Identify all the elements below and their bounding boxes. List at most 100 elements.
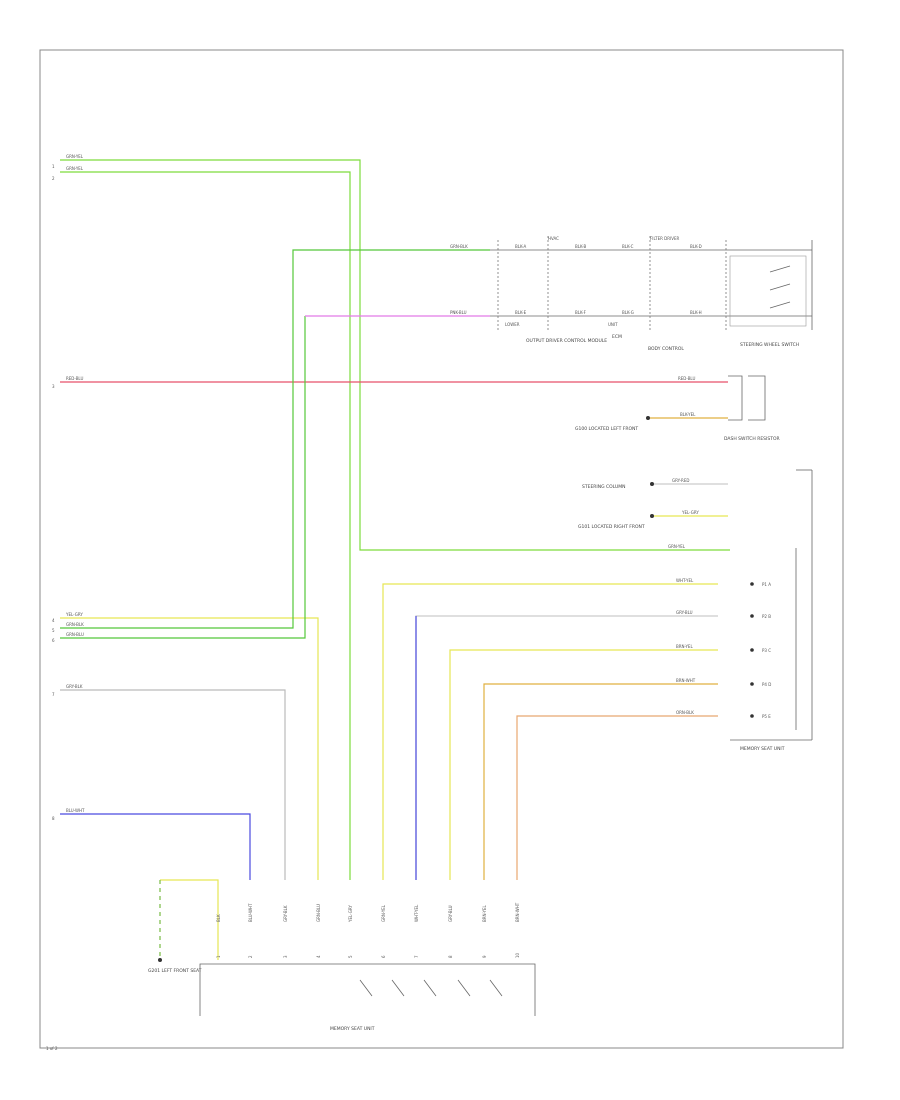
seat-pin-2: P2 B xyxy=(762,614,771,619)
pin-2: 2 xyxy=(52,176,55,181)
left-labels: 1 GRN-YEL 2 GRN-YEL 3 RED-BLU 4 YEL-GRY … xyxy=(52,154,85,821)
wire-7-label: GRY-BLK xyxy=(66,684,83,689)
seat-node-4 xyxy=(750,682,754,686)
seg-f: BLK-F xyxy=(575,310,587,315)
seg-d: BLK-D xyxy=(690,244,702,249)
diagram-frame xyxy=(39,49,844,1049)
resistor-left xyxy=(728,375,743,421)
wire-1 xyxy=(60,159,730,551)
yel-node xyxy=(650,514,654,518)
wire-6 xyxy=(60,316,306,639)
wire-5 xyxy=(60,249,490,629)
seat-wire-3 xyxy=(449,649,718,880)
bottom-pin-number: 7 xyxy=(414,955,419,958)
bottom-pin-number: 9 xyxy=(482,955,487,958)
wire-4-label: YEL-GRY xyxy=(65,612,83,617)
bottom-pins: BLK 1 BLU-WHT 2 GRY-BLK 3 GRN-BLU 4 YEL-GRY 5 GRN-… xyxy=(216,902,520,958)
bottom-pin-number: 3 xyxy=(283,955,288,958)
ground-yel-wire xyxy=(160,879,219,960)
right-mid-components: RED-BLU BLK-YEL G100 LOCATED LEFT FRONT … xyxy=(575,375,813,740)
bottom-pin-label: GRY-BLU xyxy=(448,905,453,922)
wire-1-label: GRN-YEL xyxy=(66,154,84,159)
wire-2 xyxy=(60,171,351,880)
bottom-pin-number: 8 xyxy=(448,955,453,958)
pin-5: 5 xyxy=(52,628,55,633)
yel-label: G101 LOCATED RIGHT FRONT xyxy=(578,524,645,530)
green-wire-label: GRN-YEL xyxy=(668,544,686,549)
gray-node xyxy=(650,482,654,486)
wire-8 xyxy=(60,813,251,880)
loc-a: HVAC xyxy=(548,236,559,241)
comp-4: STEERING WHEEL SWITCH xyxy=(740,342,799,348)
red-wire-label: RED-BLU xyxy=(678,376,695,381)
wire-bottom-label: PNK-BLU xyxy=(450,310,467,315)
module-label: MEMORY SEAT UNIT xyxy=(330,1026,375,1032)
ground-label: G100 LOCATED LEFT FRONT xyxy=(575,426,638,432)
ground-node-1 xyxy=(646,416,650,420)
bottom-pin-number: 6 xyxy=(381,955,386,958)
wire-2-label: GRN-YEL xyxy=(66,166,84,171)
seat-node-1 xyxy=(750,582,754,586)
seat-pin-5: P5 E xyxy=(762,714,771,719)
bottom-pin-label: YEL-GRY xyxy=(348,905,353,923)
seat-connector: WHT-YEL GRY-BLU BRN-YEL BRN-WHT ORN-BLK … xyxy=(676,548,812,752)
seg-c: BLK-C xyxy=(622,244,634,249)
part-label: DASH SWITCH RESISTOR xyxy=(724,436,780,442)
wire-3-label: RED-BLU xyxy=(66,376,83,381)
ground-wire-label: BLK-YEL xyxy=(680,412,696,417)
yel-wire-label: YEL-GRY xyxy=(681,510,699,515)
loc-d: UNIT xyxy=(608,322,618,327)
loc-c: LOWER xyxy=(505,322,520,327)
seat-wire-2 xyxy=(415,615,718,880)
bottom-ground: G201 LEFT FRONT SEAT xyxy=(148,879,219,974)
bottom-pin-label: GRN-YEL xyxy=(381,904,386,922)
ground-caption: G201 LEFT FRONT SEAT xyxy=(148,968,202,974)
bottom-pin-label: BRN-YEL xyxy=(482,905,487,922)
comp-3: BODY CONTROL xyxy=(648,346,684,352)
comp-1: OUTPUT DRIVER CONTROL MODULE xyxy=(526,338,607,344)
seg-b: BLK-B xyxy=(575,244,586,249)
seat-wire-1-label: WHT-YEL xyxy=(676,578,694,583)
switch-box xyxy=(729,255,807,327)
seat-wire-5-label: ORN-BLK xyxy=(676,710,694,715)
seat-wire-4 xyxy=(483,683,718,880)
bottom-pin-number: 4 xyxy=(316,955,321,958)
bottom-pin-label: WHT-YEL xyxy=(414,904,419,922)
seat-node-2 xyxy=(750,614,754,618)
pin-7: 7 xyxy=(52,692,55,697)
seat-wire-4-label: BRN-WHT xyxy=(676,678,696,683)
seat-wire-1 xyxy=(382,583,718,880)
bottom-pin-label: GRY-BLK xyxy=(283,905,288,922)
bottom-pin-number: 2 xyxy=(248,955,253,958)
wire-top-label: GRN-BLK xyxy=(450,244,468,249)
loc-b: FILTER DRIVER xyxy=(650,236,679,241)
seg-a: BLK-A xyxy=(515,244,527,249)
seat-node-5 xyxy=(750,714,754,718)
page-id: 1 of 2 xyxy=(46,1046,58,1051)
wire-8-label: BLU-WHT xyxy=(66,808,85,813)
pin-4: 4 xyxy=(52,618,55,623)
bottom-pin-number: 1 xyxy=(216,955,221,958)
ground-node xyxy=(158,958,162,962)
comp-2: ECM xyxy=(612,334,622,340)
bottom-pin-number: 10 xyxy=(515,952,520,958)
steering-module-block: GRN-BLK PNK-BLU BLK-A BLK-B BLK-C BLK-D … xyxy=(450,236,813,352)
seat-pin-4: P4 D xyxy=(762,682,771,687)
gray-wire-label: GRY-RED xyxy=(672,478,689,483)
bottom-pin-label: GRN-BLU xyxy=(316,904,321,922)
switch-contacts xyxy=(769,265,791,309)
seat-part-label: MEMORY SEAT UNIT xyxy=(740,746,785,752)
bottom-pin-number: 5 xyxy=(348,955,353,958)
wire-6-label: GRN-BLU xyxy=(66,632,84,637)
seat-wire-2-label: GRY-BLU xyxy=(676,610,693,615)
pin-1: 1 xyxy=(52,164,55,169)
wire-5-label: GRN-BLK xyxy=(66,622,84,627)
bottom-pin-label: BLK xyxy=(216,914,221,922)
gray-label: STEERING COLUMN xyxy=(582,484,626,490)
resistor-right xyxy=(748,375,766,421)
seat-pin-1: P1 A xyxy=(762,582,771,587)
bottom-pin-label: BLU-WHT xyxy=(248,903,253,922)
wire-4 xyxy=(60,617,319,880)
seg-g: BLK-G xyxy=(622,310,634,315)
seg-h: BLK-H xyxy=(690,310,702,315)
